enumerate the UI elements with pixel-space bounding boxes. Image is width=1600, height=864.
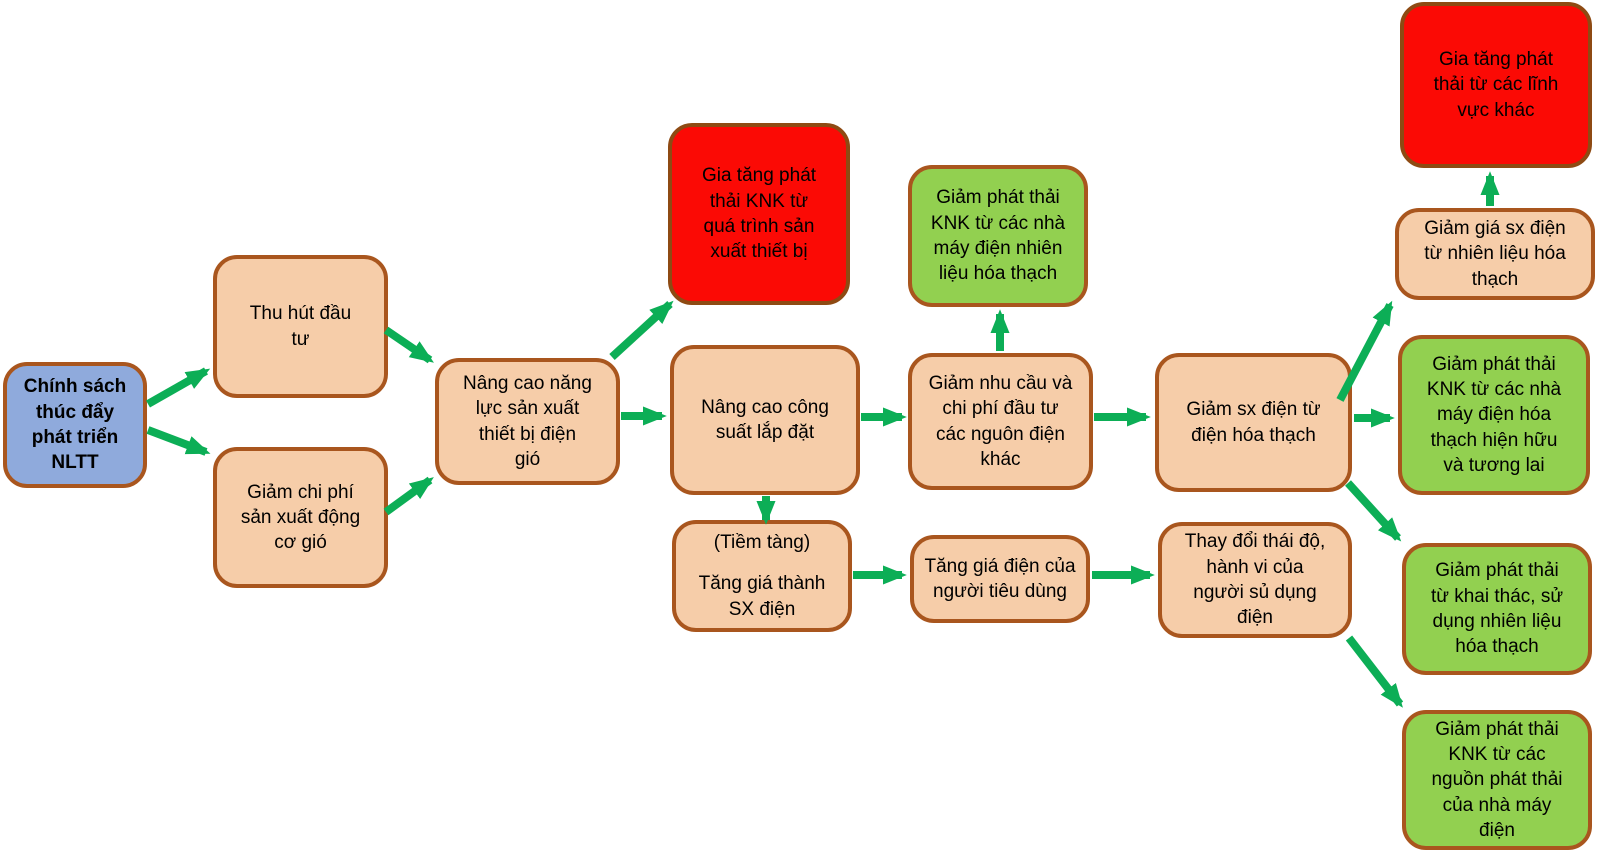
node-ghg-reduction-extraction: Giảm phát thải từ khai thác, sử dụng nhi…: [1402, 543, 1592, 675]
node-ghg-increase-manufacturing: Gia tăng phát thải KNK từ quá trình sản …: [668, 123, 850, 305]
potential-detail: Tăng giá thành SX điện: [698, 573, 826, 620]
node-manufacturing-capacity: Nâng cao năng lực sản xuất thiết bị điện…: [435, 358, 620, 485]
node-ghg-reduction-existing-future: Giảm phát thải KNK từ các nhà máy điện h…: [1398, 335, 1590, 495]
node-ghg-increase-other-sectors: Gia tăng phát thải từ các lĩnh vực khác: [1400, 2, 1592, 168]
node-attract-investment: Thu hút đầu tư: [213, 255, 388, 398]
node-ghg-reduction-fossil-plants: Giảm phát thải KNK từ các nhà máy điện n…: [908, 165, 1088, 307]
arrow-policy-attract: [146, 367, 211, 408]
arrow-attract-capacity: [383, 326, 434, 364]
arrow-reduce-fossil-ghg-extract: [1345, 480, 1402, 542]
node-potential-electricity-cost: (Tiềm tàng) Tăng giá thành SX điện: [672, 520, 852, 632]
node-reduce-demand-investment: Giảm nhu cầu và chi phí đầu tư các nguôn…: [908, 353, 1093, 490]
arrow-cost-capacity: [383, 476, 434, 516]
node-reduce-turbine-cost: Giảm chi phí sản xuất động cơ gió: [213, 447, 388, 588]
node-behavior-change: Thay đổi thái độ, hành vi của người sủ d…: [1158, 522, 1352, 638]
node-consumer-price-increase: Tăng giá điện của người tiêu dùng: [910, 535, 1090, 623]
node-policy: Chính sách thúc đẩy phát triển NLTT: [3, 362, 147, 488]
node-reduce-fossil-price: Giảm giá sx điện từ nhiên liệu hóa thạch: [1395, 208, 1595, 300]
arrow-capacity-ghg-mfg: [609, 300, 674, 360]
potential-label: (Tiềm tàng): [713, 532, 811, 554]
node-ghg-reduction-plant-sources: Giảm phát thải KNK từ các nguồn phát thả…: [1402, 710, 1592, 850]
arrow-behavior-ghg-sources: [1345, 635, 1404, 708]
arrow-policy-cost: [146, 426, 211, 456]
node-reduce-fossil-generation: Giảm sx điện từ điện hóa thạch: [1155, 353, 1352, 492]
node-installed-capacity: Nâng cao công suất lắp đặt: [670, 345, 860, 495]
